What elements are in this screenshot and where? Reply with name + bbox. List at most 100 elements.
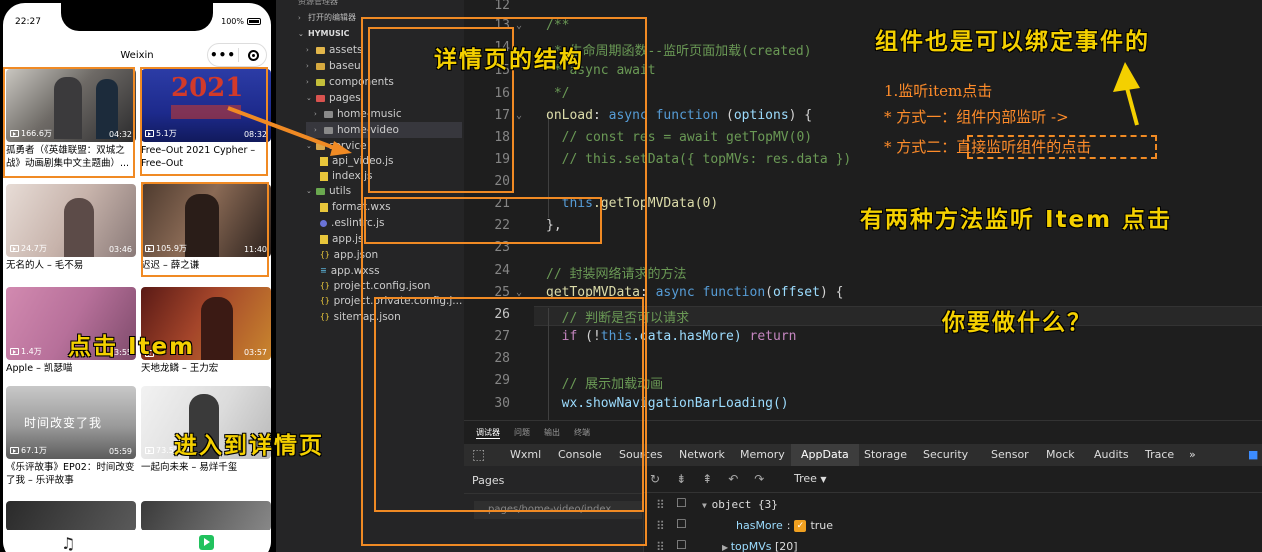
video-duration: 03:57	[243, 348, 267, 357]
tab-terminal[interactable]: 终端	[574, 428, 590, 437]
video-thumbnail[interactable]: 24.7万 03:46	[6, 184, 136, 257]
refresh-icon[interactable]: ↻	[650, 472, 661, 486]
tree-file-app-wxss[interactable]: ≡app.wxss	[320, 265, 380, 277]
node-checkbox[interactable]: ☐	[676, 538, 687, 552]
expand-icon[interactable]: ⇟	[676, 472, 687, 486]
video-thumbnail[interactable]: 1.4万 03:55	[6, 287, 136, 360]
thumbnail-figure	[185, 194, 219, 257]
fold-chevron-icon[interactable]: ⌄	[516, 110, 523, 121]
video-duration: 03:55	[108, 348, 132, 357]
tab-appdata[interactable]: AppData	[791, 444, 859, 466]
thumbnail-figure	[201, 297, 233, 360]
video-item[interactable]	[141, 501, 271, 531]
tab-audits[interactable]: Audits	[1094, 448, 1129, 461]
video-thumbnail[interactable]: 2021 5.1万 08:32	[141, 69, 271, 142]
video-item[interactable]: 时间改变了我 67.1万 05:59 《乐评故事》EP02：时间改变了我 – 乐…	[6, 386, 136, 487]
js-file-icon	[320, 156, 328, 166]
undo-icon[interactable]: ↶	[728, 472, 739, 486]
hasmore-node[interactable]: hasMore:✓true	[736, 519, 834, 532]
notification-icon[interactable]: ■	[1248, 448, 1259, 461]
folder-icon	[316, 78, 325, 86]
tab-console[interactable]: Console	[558, 448, 602, 461]
video-item[interactable]	[6, 501, 136, 531]
fold-chevron-icon[interactable]: ⌄	[516, 287, 523, 298]
tab-bar: ♫	[3, 530, 271, 552]
video-item[interactable]: 166.6万 04:32 孤勇者（《英雄联盟：双城之战》动画剧集中文主题曲）..…	[6, 69, 136, 170]
project-root[interactable]: ⌄HYMUSIC	[298, 29, 350, 38]
tree-file-project-config[interactable]: {}project.config.json	[320, 280, 431, 292]
wechat-capsule[interactable]: •••	[207, 43, 267, 67]
tree-folder-baseui[interactable]: ›baseui	[306, 60, 364, 72]
checkbox-checked-icon[interactable]: ✓	[794, 519, 807, 532]
node-checkbox[interactable]: ☐	[676, 496, 687, 510]
video-title: 无名的人 – 毛不易	[6, 260, 84, 271]
tab-sources[interactable]: Sources	[619, 448, 663, 461]
poster-text: 2021	[171, 73, 244, 103]
tree-folder-pages[interactable]: ⌄pages	[306, 92, 361, 104]
code-line: wx.showNavigationBarLoading()	[546, 396, 789, 411]
video-item[interactable]: 73.5万 一起向未来 – 易烊千玺	[141, 386, 271, 474]
tab-security[interactable]: Security	[923, 448, 969, 461]
open-editors-section[interactable]: ›打开的编辑器	[298, 13, 356, 22]
line-number: 17	[494, 108, 510, 123]
annotation-what-to-do: 你要做什么？	[942, 310, 1092, 336]
view-count: 1.4万	[10, 346, 42, 357]
folder-icon	[316, 187, 325, 195]
video-item[interactable]: 2021 5.1万 08:32 Free–Out 2021 Cypher – F…	[141, 69, 271, 170]
node-checkbox[interactable]: ☐	[676, 517, 687, 531]
video-item[interactable]: 1.4万 03:55 Apple – 凯瑟喵	[6, 287, 136, 375]
tab-sensor[interactable]: Sensor	[991, 448, 1029, 461]
video-thumbnail[interactable]	[141, 501, 271, 531]
poster-text: 时间改变了我	[24, 416, 103, 430]
debugger-panel: 调试器 问题 输出 终端 ⬚ Wxml Console Sources Netw…	[464, 420, 1262, 552]
tree-file-app-js[interactable]: app.js	[320, 231, 364, 247]
video-thumbnail[interactable]: 105.9万 11:40	[141, 184, 271, 257]
tab-trace[interactable]: Trace	[1145, 448, 1175, 461]
tab-wxml[interactable]: Wxml	[510, 448, 542, 461]
tab-memory[interactable]: Memory	[740, 448, 785, 461]
thumbnail-figure	[64, 198, 94, 257]
tree-folder-utils[interactable]: ⌄utils	[306, 185, 352, 197]
redo-icon[interactable]: ↷	[754, 472, 765, 486]
tree-file-eslintrc[interactable]: .eslintrc.js	[320, 215, 384, 231]
video-thumbnail[interactable]: 03:57	[141, 287, 271, 360]
object-node[interactable]: ▼ object {3}	[702, 498, 778, 511]
topmvs-node[interactable]: ▶ topMVs [20]	[722, 540, 798, 552]
folder-icon	[316, 94, 325, 102]
annotation-way-two: * 方式二：直接监听组件的点击	[884, 138, 1092, 156]
close-miniprogram-icon[interactable]	[248, 49, 259, 61]
collapse-icon[interactable]: ⇞	[702, 472, 713, 486]
video-item[interactable]: 105.9万 11:40 迟迟 – 薛之谦	[141, 184, 271, 272]
tab-output[interactable]: 输出	[544, 428, 560, 437]
more-icon[interactable]: •••	[209, 48, 236, 62]
view-mode-select[interactable]: Tree ▼	[794, 472, 827, 485]
fold-chevron-icon[interactable]: ⌄	[516, 20, 523, 31]
more-tabs-icon[interactable]: »	[1189, 448, 1196, 461]
line-number: 15	[494, 63, 510, 78]
line-number: 18	[494, 130, 510, 145]
line-number-active: 26	[494, 307, 510, 322]
video-item[interactable]: 03:57 天地龙鳞 – 王力宏	[141, 287, 271, 375]
music-tab-icon[interactable]: ♫	[61, 534, 76, 552]
annotation-box-code-call	[364, 197, 602, 244]
video-thumbnail[interactable]	[6, 501, 136, 531]
tab-storage[interactable]: Storage	[864, 448, 908, 461]
video-item[interactable]: 24.7万 03:46 无名的人 – 毛不易	[6, 184, 136, 272]
video-thumbnail[interactable]: 时间改变了我 67.1万 05:59	[6, 386, 136, 459]
tab-debugger[interactable]: 调试器	[476, 428, 500, 439]
js-file-icon	[320, 171, 328, 181]
tree-folder-assets[interactable]: ›assets	[306, 44, 363, 56]
video-thumbnail[interactable]: 73.5万	[141, 386, 271, 459]
tree-folder-service[interactable]: ⌄service	[306, 140, 367, 152]
tree-file-app-json[interactable]: {}app.json	[320, 249, 379, 261]
video-thumbnail[interactable]: 166.6万 04:32	[6, 69, 136, 142]
video-tab-icon[interactable]	[199, 535, 214, 550]
expanded-caret-icon: ▼	[702, 501, 712, 510]
tree-file-sitemap[interactable]: {}sitemap.json	[320, 311, 401, 323]
tab-mock[interactable]: Mock	[1046, 448, 1075, 461]
tree-folder-home-video[interactable]: ›home-video	[306, 122, 462, 138]
inspect-icon[interactable]: ⬚	[472, 447, 486, 463]
annotation-box-detail-structure	[361, 17, 647, 546]
tab-problems[interactable]: 问题	[514, 428, 530, 437]
tab-network[interactable]: Network	[679, 448, 725, 461]
